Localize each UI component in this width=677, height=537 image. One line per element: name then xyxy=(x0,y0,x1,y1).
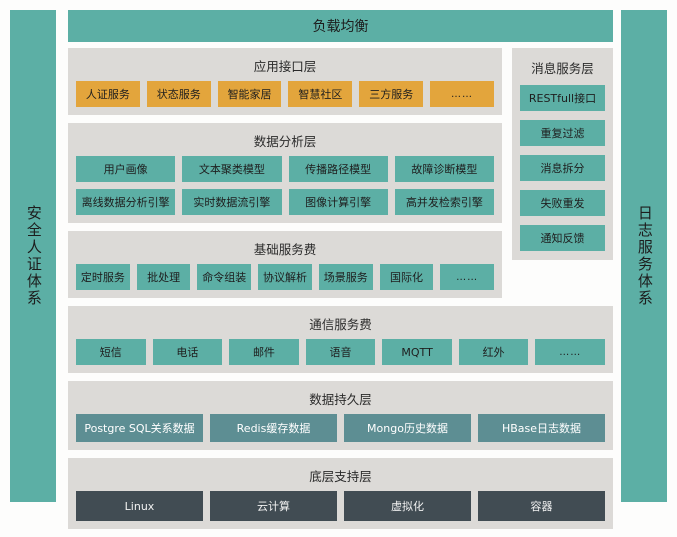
layer-title: 应用接口层 xyxy=(253,59,317,74)
layer-infrastructure-support-layer: 底层支持层 Linux 云计算 虚拟化 容器 xyxy=(68,458,613,529)
layer-data-analysis-layer: 数据分析层 用户画像 文本聚类模型 传播路径模型 故障诊断模型 离线数据分析引擎… xyxy=(68,123,502,223)
layer-cell[interactable]: 协议解析 xyxy=(258,264,312,290)
layer-cell[interactable]: 文本聚类模型 xyxy=(182,156,282,182)
layer-cell[interactable]: 故障诊断模型 xyxy=(394,156,494,182)
layer-row: 短信 电话 邮件 语音 MQTT 红外 …… xyxy=(76,339,606,365)
message-service-item[interactable]: 通知反馈 xyxy=(520,225,605,251)
layer-cell[interactable]: 短信 xyxy=(76,339,146,365)
layer-cell[interactable]: 批处理 xyxy=(136,264,191,290)
layer-cell[interactable]: 智能家居 xyxy=(217,81,282,107)
message-service-item[interactable]: 失败重发 xyxy=(520,190,605,216)
layer-basic-service-layer: 基础服务费 定时服务 批处理 命令组装 协议解析 场景服务 国际化 …… xyxy=(68,231,502,298)
sidebar-right-label: 日志服务体系 xyxy=(635,205,654,307)
layer-row: Linux 云计算 虚拟化 容器 xyxy=(76,491,605,521)
layer-cell[interactable]: 传播路径模型 xyxy=(288,156,388,182)
sidebar-security-authentication: 安全人证体系 xyxy=(10,10,56,502)
layer-cell[interactable]: 智慧社区 xyxy=(288,81,353,107)
layer-cell[interactable]: 用户画像 xyxy=(76,156,176,182)
layer-row: 定时服务 批处理 命令组装 协议解析 场景服务 国际化 …… xyxy=(76,264,495,290)
layer-cell-more[interactable]: …… xyxy=(440,264,495,290)
layer-cell[interactable]: 三方服务 xyxy=(359,81,424,107)
layer-cell[interactable]: 容器 xyxy=(478,491,605,521)
layer-cell[interactable]: 红外 xyxy=(458,339,529,365)
layer-title: 消息服务层 xyxy=(531,61,594,76)
layer-cell[interactable]: Mongo历史数据 xyxy=(344,414,471,442)
message-service-item[interactable]: 重复过滤 xyxy=(520,120,605,146)
layer-row: 用户画像 文本聚类模型 传播路径模型 故障诊断模型 xyxy=(76,156,494,182)
layer-cell[interactable]: 邮件 xyxy=(229,339,299,365)
layer-title: 通信服务费 xyxy=(309,317,372,332)
layer-title: 基础服务费 xyxy=(253,242,317,257)
layer-cell[interactable]: 状态服务 xyxy=(146,81,211,107)
layer-cell[interactable]: 人证服务 xyxy=(76,81,140,107)
layer-row: 人证服务 状态服务 智能家居 智慧社区 三方服务 …… xyxy=(76,81,494,107)
layer-cell[interactable]: HBase日志数据 xyxy=(478,414,605,442)
layer-cell-more[interactable]: …… xyxy=(535,339,606,365)
upper-left-column: 应用接口层 人证服务 状态服务 智能家居 智慧社区 三方服务 …… 数据分析层 … xyxy=(68,48,502,306)
message-service-item[interactable]: 消息拆分 xyxy=(520,155,605,181)
layer-cell[interactable]: 离线数据分析引擎 xyxy=(76,189,176,215)
layer-title: 数据持久层 xyxy=(309,392,372,407)
layer-title: 底层支持层 xyxy=(309,469,372,484)
layer-cell[interactable]: 虚拟化 xyxy=(344,491,471,521)
architecture-diagram: 安全人证体系 日志服务体系 负载均衡 应用接口层 人证服务 状态服务 智能家居 … xyxy=(10,10,667,529)
sidebar-left-label: 安全人证体系 xyxy=(24,205,43,307)
layer-data-persistence-layer: 数据持久层 Postgre SQL关系数据 Redis缓存数据 Mongo历史数… xyxy=(68,381,613,450)
layer-cell[interactable]: 高并发检索引擎 xyxy=(394,189,494,215)
layer-title: 数据分析层 xyxy=(253,134,317,149)
layer-cell[interactable]: 图像计算引擎 xyxy=(288,189,388,215)
layer-cell[interactable]: 电话 xyxy=(152,339,223,365)
load-balancer-label: 负载均衡 xyxy=(312,19,369,35)
layer-cell[interactable]: Postgre SQL关系数据 xyxy=(76,414,203,442)
layer-cell[interactable]: 实时数据流引擎 xyxy=(182,189,282,215)
sidebar-log-service: 日志服务体系 xyxy=(621,10,667,502)
layer-cell[interactable]: 语音 xyxy=(305,339,376,365)
layer-cell[interactable]: Redis缓存数据 xyxy=(210,414,337,442)
layer-cell[interactable]: Linux xyxy=(76,491,203,521)
layer-communication-service-layer: 通信服务费 短信 电话 邮件 语音 MQTT 红外 …… xyxy=(68,306,613,373)
layer-cell[interactable]: 定时服务 xyxy=(76,264,130,290)
layer-cell-more[interactable]: …… xyxy=(430,81,494,107)
layer-application-interface-layer: 应用接口层 人证服务 状态服务 智能家居 智慧社区 三方服务 …… xyxy=(68,48,502,115)
upper-right-column: 消息服务层 RESTfull接口 重复过滤 消息拆分 失败重发 通知反馈 xyxy=(512,48,613,260)
layer-cell[interactable]: 命令组装 xyxy=(197,264,252,290)
layer-cell[interactable]: 国际化 xyxy=(379,264,434,290)
message-service-item[interactable]: RESTfull接口 xyxy=(520,85,605,111)
layer-row: 离线数据分析引擎 实时数据流引擎 图像计算引擎 高并发检索引擎 xyxy=(76,189,494,215)
upper-region: 应用接口层 人证服务 状态服务 智能家居 智慧社区 三方服务 …… 数据分析层 … xyxy=(68,48,613,306)
layer-cell[interactable]: 云计算 xyxy=(210,491,337,521)
layer-cell[interactable]: MQTT xyxy=(382,339,452,365)
layer-stack: 应用接口层 人证服务 状态服务 智能家居 智慧社区 三方服务 …… 数据分析层 … xyxy=(68,48,613,537)
layer-row: Postgre SQL关系数据 Redis缓存数据 Mongo历史数据 HBas… xyxy=(76,414,605,442)
layer-cell[interactable]: 场景服务 xyxy=(318,264,373,290)
load-balancer-band: 负载均衡 xyxy=(68,10,613,42)
layer-message-service-layer: 消息服务层 RESTfull接口 重复过滤 消息拆分 失败重发 通知反馈 xyxy=(512,48,613,260)
